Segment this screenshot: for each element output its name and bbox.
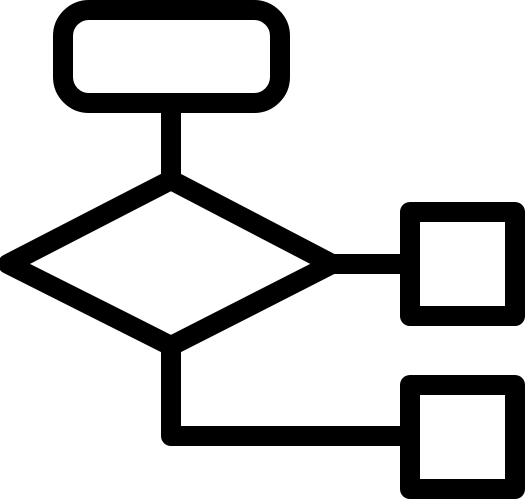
outcome-bottom-square — [400, 375, 525, 499]
connector-decision-to-bottom-outcome — [161, 336, 420, 446]
start-node-rounded-rectangle — [53, 0, 290, 113]
outcome-right-square — [400, 202, 525, 326]
decision-node-diamond — [0, 170, 342, 356]
